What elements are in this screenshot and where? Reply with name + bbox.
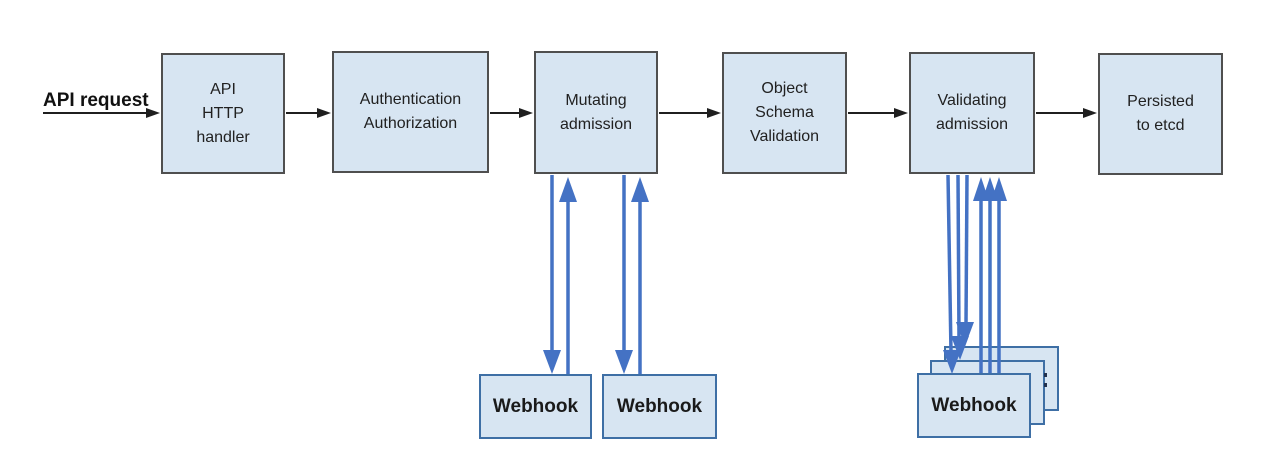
- box-label-line: HTTP: [202, 104, 244, 122]
- flow-box-validating-admission: Validating admission: [909, 52, 1035, 174]
- box-label-line: API: [210, 80, 236, 98]
- mutating-webhook-box-2: Webhook: [602, 374, 717, 439]
- flow-box-object-schema-validation: Object Schema Validation: [722, 52, 847, 174]
- mutating-webhook1-up-arrow: [559, 177, 577, 374]
- mutating-webhook1-down-arrow: [543, 175, 561, 374]
- validating-webhook-down-arrow-3: [956, 174, 974, 346]
- validating-webhook-box-front: Webhook: [917, 373, 1031, 438]
- flow-arrow-validating-to-etcd: [1036, 108, 1097, 118]
- mutating-webhook2-down-arrow: [615, 175, 633, 374]
- flow-arrow-mutating-to-schema: [659, 108, 721, 118]
- box-label-line: Schema: [755, 104, 814, 121]
- box-label-line: Mutating: [565, 91, 627, 109]
- box-label-line: Validating: [937, 92, 1007, 109]
- mutating-webhook2-up-arrow: [631, 177, 649, 374]
- validating-webhook-up-arrow-3: [991, 177, 1007, 373]
- occluded-webhook-text-sliver: [1044, 383, 1047, 387]
- webhook-label: Webhook: [931, 394, 1017, 416]
- flow-arrow-schema-to-validating: [848, 108, 908, 118]
- webhook-label: Webhook: [616, 395, 703, 417]
- occluded-webhook-text-sliver: [1044, 373, 1047, 377]
- box-label-line: handler: [196, 128, 250, 146]
- validating-webhook-up-arrow-2: [982, 177, 998, 373]
- box-label-line: admission: [935, 116, 1009, 133]
- api-request-label: API request: [43, 90, 149, 111]
- box-label-line: admission: [559, 115, 633, 133]
- webhook-label: Webhook: [492, 395, 579, 417]
- box-label-line: Authentication: [359, 91, 462, 108]
- validating-webhook-down-arrow-1: [943, 174, 961, 374]
- box-label-line: Authorization: [363, 115, 458, 132]
- validating-webhook-up-arrow-1: [973, 177, 989, 373]
- flow-box-mutating-admission: Mutating admission: [534, 51, 658, 174]
- validating-webhook-down-arrow-2: [951, 174, 969, 360]
- box-label-line: Persisted: [1127, 93, 1194, 110]
- flow-box-authentication-authorization: Authentication Authorization: [332, 51, 489, 173]
- flow-box-api-http-handler: API HTTP handler: [161, 53, 285, 174]
- flow-arrow-auth-to-mutating: [490, 108, 533, 118]
- box-label-line: Validation: [749, 128, 820, 145]
- flow-box-persisted-to-etcd: Persisted to etcd: [1098, 53, 1223, 175]
- box-label-line: Object: [761, 80, 808, 97]
- box-label-line: to etcd: [1136, 117, 1185, 134]
- mutating-webhook-box-1: Webhook: [479, 374, 592, 439]
- flow-arrow-handler-to-auth: [286, 108, 331, 118]
